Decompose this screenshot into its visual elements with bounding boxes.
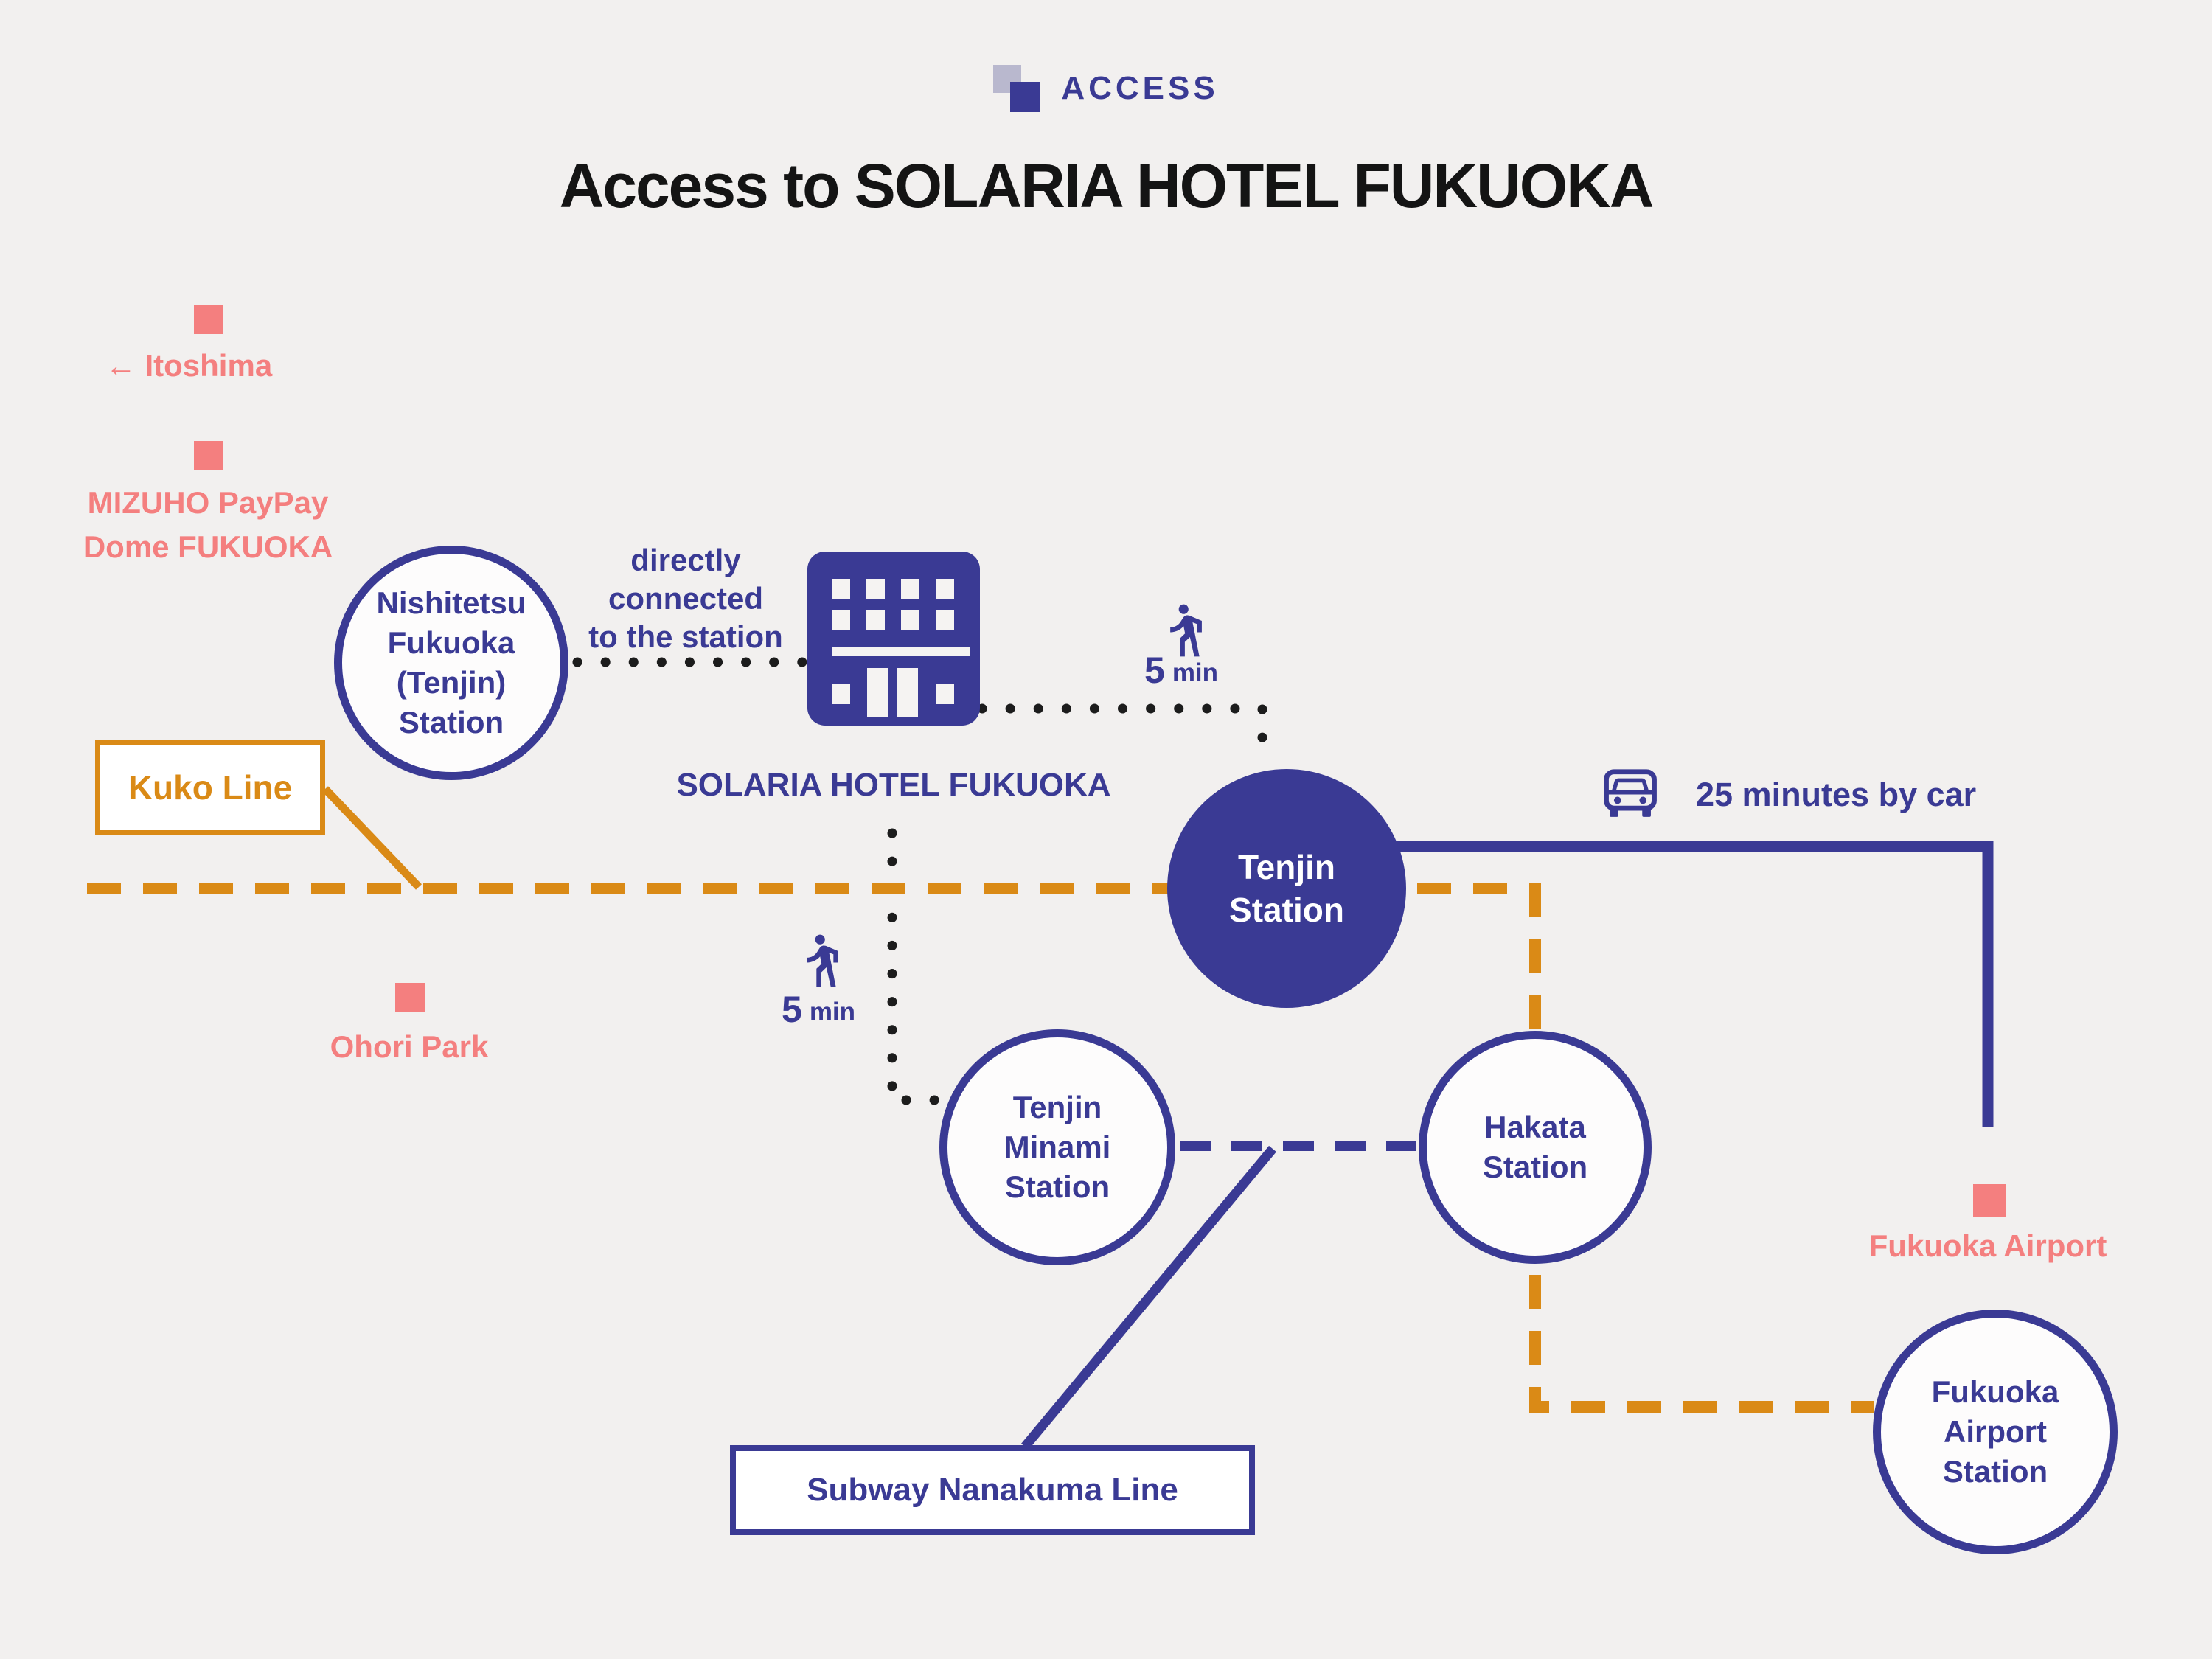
ohori-park-marker xyxy=(395,983,425,1012)
walk-minutes-unit: min xyxy=(1172,658,1219,687)
car-time-label: 25 minutes by car xyxy=(1696,776,1977,813)
access-badge-label: ACCESS xyxy=(1061,70,1219,106)
access-badge: ACCESS xyxy=(0,65,2212,112)
nanakuma-line-label: Subway Nanakuma Line xyxy=(807,1472,1178,1508)
car-route-line xyxy=(1364,841,1994,1127)
station-line: Station xyxy=(398,705,504,740)
page-title: Access to SOLARIA HOTEL FUKUOKA xyxy=(559,151,1655,220)
walk-minutes-unit: min xyxy=(809,998,856,1026)
itoshima-label: ← Itoshima xyxy=(105,348,273,383)
station-line: Hakata xyxy=(1484,1110,1586,1144)
note-line1: directly xyxy=(630,543,741,577)
walk-dotted-hotel-tenjin xyxy=(977,703,1267,768)
badge-square-dark xyxy=(1010,82,1041,112)
nanakuma-line-label-box: Subway Nanakuma Line xyxy=(730,1445,1255,1535)
itoshima-marker xyxy=(194,305,223,334)
walk-minutes-value: 5 xyxy=(1144,650,1165,691)
direct-connection-note: directly connected to the station xyxy=(501,541,870,656)
station-tenjin: Tenjin Station xyxy=(1167,769,1406,1008)
walk-dotted-hotel-minami xyxy=(887,828,958,1105)
note-line2: connected xyxy=(608,581,764,616)
walking-person-icon xyxy=(807,934,838,987)
station-line: Station xyxy=(1004,1169,1110,1204)
station-line: Station xyxy=(1942,1454,2048,1489)
paypay-dome-line1: MIZUHO PayPay xyxy=(87,485,329,520)
kuko-line-label-box: Kuko Line xyxy=(95,740,325,835)
station-tenjin-minami: Tenjin Minami Station xyxy=(939,1029,1175,1265)
station-hakata: Hakata Station xyxy=(1419,1031,1652,1264)
station-line: (Tenjin) xyxy=(396,665,507,700)
station-line: Station xyxy=(1229,891,1344,929)
station-line: Fukuoka xyxy=(387,625,515,660)
station-nishitetsu-fukuoka-tenjin: Nishitetsu Fukuoka (Tenjin) Station xyxy=(334,546,568,780)
fukuoka-airport-marker xyxy=(1973,1184,2006,1217)
hotel-building-icon xyxy=(807,552,980,726)
walk-time-tenjin: 5 min xyxy=(1144,652,1218,689)
station-line: Tenjin xyxy=(1237,848,1336,886)
kuko-label-connector xyxy=(322,786,422,890)
station-fukuoka-airport: Fukuoka Airport Station xyxy=(1873,1310,2118,1554)
station-line: Fukuoka xyxy=(1931,1374,2059,1409)
access-badge-icon xyxy=(993,65,1042,112)
station-line: Tenjin xyxy=(1012,1090,1102,1124)
kuko-line-dash-east xyxy=(1305,883,1874,1413)
nanakuma-label-connector xyxy=(1021,1145,1276,1450)
kuko-line-label: Kuko Line xyxy=(128,768,293,807)
station-line: Nishitetsu xyxy=(376,585,526,620)
ohori-park-label: Ohori Park xyxy=(330,1029,489,1064)
station-line: Minami xyxy=(1004,1130,1111,1164)
paypay-dome-label: MIZUHO PayPay Dome FUKUOKA xyxy=(24,481,392,569)
note-line3: to the station xyxy=(588,619,783,654)
hotel-name-label: SOLARIA HOTEL FUKUOKA xyxy=(676,767,1111,803)
paypay-dome-line2: Dome FUKUOKA xyxy=(83,529,333,564)
paypay-dome-marker xyxy=(194,441,223,470)
walk-minutes-value: 5 xyxy=(782,989,802,1030)
walking-person-icon xyxy=(1170,604,1202,657)
station-line: Airport xyxy=(1944,1414,2047,1449)
station-line: Station xyxy=(1482,1150,1588,1184)
car-icon xyxy=(1604,769,1657,817)
fukuoka-airport-label: Fukuoka Airport xyxy=(1868,1228,2107,1263)
walk-time-minami: 5 min xyxy=(782,991,855,1028)
